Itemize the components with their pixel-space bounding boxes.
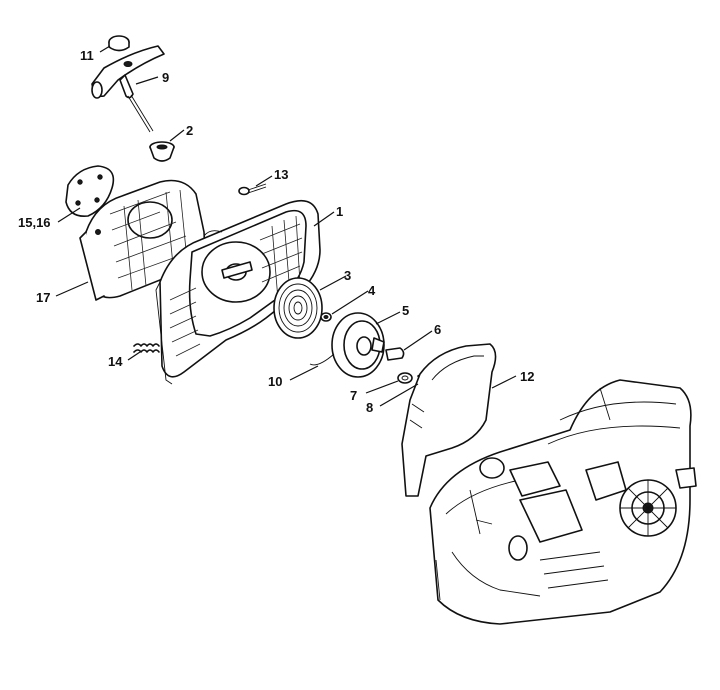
part-14-spring [133, 343, 160, 353]
leader-7 [365, 380, 399, 394]
part-15-16-plate [65, 165, 115, 218]
leader-4 [331, 290, 369, 315]
callout-3: 3 [344, 268, 351, 283]
callout-12: 12 [520, 369, 534, 384]
leader-5 [375, 311, 401, 325]
callout-15-16: 15,16 [18, 215, 51, 230]
callout-17: 17 [36, 290, 50, 305]
callout-4: 4 [368, 283, 376, 298]
callout-labels: 11 9 2 13 15,16 1 17 3 4 5 6 14 10 12 7 … [18, 48, 534, 415]
leader-1 [313, 211, 335, 227]
leader-17 [55, 281, 89, 297]
part-6-pawl [385, 347, 405, 361]
part-17-grille-cover [79, 179, 206, 301]
leader-8 [379, 383, 419, 407]
part-2-rope-bushing [149, 141, 175, 162]
part-9-starter-grip [91, 45, 165, 133]
part-13-screw [238, 183, 267, 196]
leader-2 [169, 129, 185, 142]
leader-9 [135, 76, 159, 85]
callout-13: 13 [274, 167, 288, 182]
part-3-rewind-spring [273, 277, 323, 339]
leader-lines [55, 45, 517, 407]
callout-1: 1 [336, 204, 343, 219]
callout-14: 14 [108, 354, 123, 369]
callout-5: 5 [402, 303, 409, 318]
leader-12 [491, 375, 517, 389]
engine-body [429, 379, 697, 625]
part-1-fan-housing [155, 199, 321, 385]
leader-14 [127, 351, 141, 361]
callout-8: 8 [366, 400, 373, 415]
callout-10: 10 [268, 374, 282, 389]
callout-9: 9 [162, 70, 169, 85]
leader-10 [289, 365, 319, 381]
leader-15-16 [57, 207, 81, 223]
leader-3 [319, 275, 347, 291]
callout-6: 6 [434, 322, 441, 337]
part-11-grip-cap [108, 35, 130, 52]
callout-7: 7 [350, 388, 357, 403]
leader-6 [403, 330, 433, 351]
part-12-guide-plate [401, 343, 497, 497]
callout-11: 11 [80, 48, 94, 63]
leader-11 [99, 45, 111, 53]
callout-2: 2 [186, 123, 193, 138]
leader-13 [255, 175, 273, 187]
part-5-rope-rotor [309, 312, 385, 378]
part-4-screw [320, 312, 332, 322]
part-7-washer [397, 372, 413, 384]
